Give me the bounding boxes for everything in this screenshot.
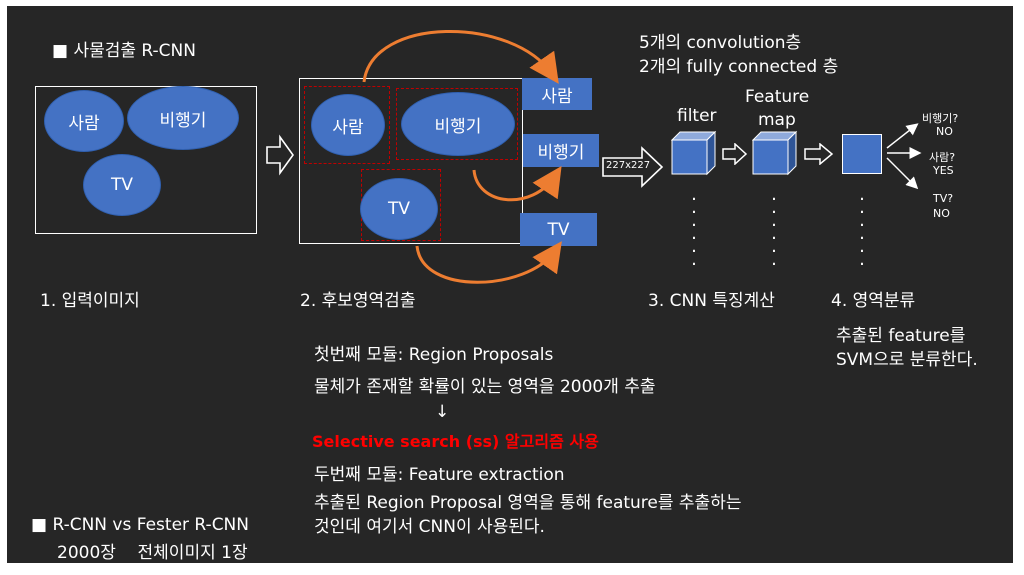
output-plane-answer: NO bbox=[936, 125, 953, 138]
down-arrow: ↓ bbox=[435, 402, 450, 422]
input-person-ellipse: 사람 bbox=[44, 90, 124, 152]
candidate-plane-ellipse: 비행기 bbox=[401, 92, 515, 156]
region-label-tv: TV bbox=[520, 213, 597, 246]
output-person-question: 사람? bbox=[929, 151, 956, 164]
slide: ■ 사물검출 R-CNN 사람 비행기 TV 사람 비행기 TV 사람 비행기 … bbox=[7, 6, 1013, 563]
warp-arrow-icon bbox=[602, 146, 664, 188]
step-3-label: 3. CNN 특징계산 bbox=[648, 291, 775, 311]
input-tv-ellipse: TV bbox=[83, 154, 161, 216]
feature-map-label-1: Feature bbox=[745, 87, 810, 107]
compare-desc: 2000장 전체이미지 1장 bbox=[57, 543, 248, 563]
person-region-dashed bbox=[304, 86, 390, 164]
classifier-arrow-1 bbox=[886, 123, 919, 149]
module-1-title: 첫번째 모듈: Region Proposals bbox=[314, 345, 554, 365]
filter-label: filter bbox=[677, 106, 717, 126]
step-2-label: 2. 후보영역검출 bbox=[300, 291, 416, 311]
module-2-desc-line-1: 추출된 Region Proposal 영역을 통해 feature를 추출하는 bbox=[314, 493, 742, 513]
classifier-arrow-3 bbox=[886, 157, 919, 190]
connector-overlay bbox=[362, 29, 922, 284]
dots-column-2: ...... bbox=[771, 184, 777, 270]
plane-region-dashed bbox=[396, 88, 518, 160]
feature-map-cube-icon bbox=[752, 130, 798, 176]
hollow-arrow-2-icon bbox=[722, 143, 748, 165]
step-4-desc-line-2: SVM으로 분류한다. bbox=[836, 350, 978, 370]
candidate-image-box bbox=[299, 78, 523, 244]
input-image-box bbox=[35, 86, 257, 234]
curve-arrow-tv bbox=[415, 241, 562, 284]
cnn-desc-line-1: 5개의 convolution층 bbox=[639, 33, 802, 53]
step-1-label: 1. 입력이미지 bbox=[40, 291, 140, 311]
curve-arrow-person bbox=[362, 29, 559, 84]
dots-column-1: ...... bbox=[691, 184, 697, 270]
input-plane-ellipse: 비행기 bbox=[127, 86, 239, 150]
resize-label: 227x227 bbox=[606, 160, 651, 171]
slide-title: ■ 사물검출 R-CNN bbox=[52, 41, 196, 61]
selective-search-text: Selective search (ss) 알고리즘 사용 bbox=[312, 432, 599, 451]
feature-map-label-2: map bbox=[758, 110, 796, 130]
hollow-arrow-1-icon bbox=[266, 134, 294, 176]
filter-cube-icon bbox=[671, 130, 717, 176]
classifier-square bbox=[842, 134, 882, 174]
cnn-desc-line-2: 2개의 fully connected 층 bbox=[639, 57, 839, 77]
candidate-tv-ellipse: TV bbox=[360, 178, 438, 240]
compare-title: ■ R-CNN vs Fester R-CNN bbox=[31, 515, 249, 535]
module-1-desc: 물체가 존재할 확률이 있는 영역을 2000개 추출 bbox=[314, 377, 656, 397]
candidate-person-ellipse: 사람 bbox=[311, 94, 385, 156]
curve-arrow-plane bbox=[472, 165, 562, 202]
module-2-title: 두번째 모듈: Feature extraction bbox=[314, 465, 565, 485]
hollow-arrow-3-icon bbox=[804, 143, 834, 165]
dots-column-3: ...... bbox=[859, 184, 865, 270]
output-plane-question: 비행기? bbox=[922, 112, 959, 125]
output-tv-question: TV? bbox=[933, 192, 954, 205]
region-label-plane: 비행기 bbox=[523, 134, 599, 167]
output-tv-answer: NO bbox=[933, 207, 950, 220]
module-2-desc-line-2: 것인데 여기서 CNN이 사용된다. bbox=[314, 517, 545, 537]
output-person-answer: YES bbox=[933, 164, 954, 177]
step-4-label: 4. 영역분류 bbox=[831, 291, 916, 311]
step-4-desc-line-1: 추출된 feature를 bbox=[836, 326, 966, 346]
